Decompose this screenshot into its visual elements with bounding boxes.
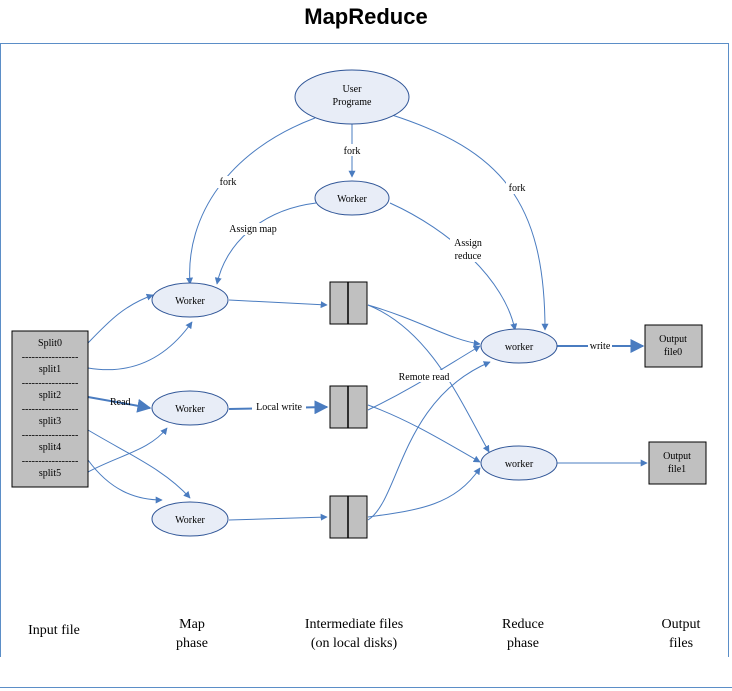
- edge-assign-reduce: [389, 202, 518, 331]
- output0-label-2: file0: [664, 347, 682, 358]
- user-program-node: User Programe: [294, 69, 410, 125]
- edge-fork-map: [186, 117, 316, 285]
- reduce-worker-node: worker: [480, 328, 558, 364]
- label-fork-right: fork: [509, 183, 526, 194]
- edge-split1-map1: [87, 321, 193, 371]
- phase-map-label-2: phase: [176, 636, 208, 651]
- split-separator: -----------------: [22, 352, 79, 363]
- label-local-write: Local write: [256, 402, 302, 413]
- map-worker-2-label: Worker: [175, 404, 205, 415]
- diagram-title: MapReduce: [304, 4, 428, 29]
- edge-file2-reduce2: [367, 404, 481, 463]
- split-separator: -----------------: [22, 378, 79, 389]
- edge-file3-reduce1: [367, 361, 491, 521]
- intermediate-file: [329, 281, 368, 325]
- phase-input-label: Input file: [28, 623, 80, 638]
- edge-labels: fork fork fork Assign map Assign reduce …: [110, 144, 612, 413]
- edge-split3-map3: [87, 429, 191, 499]
- reduce-worker-node: worker: [480, 445, 558, 481]
- phase-intermediate-label-1: Intermediate files: [305, 617, 403, 632]
- split-label: Split0: [38, 338, 62, 349]
- map-worker-3-label: Worker: [175, 515, 205, 526]
- split-label: split2: [39, 390, 61, 401]
- label-read: Read: [110, 397, 131, 408]
- output1-label-1: Output: [663, 451, 691, 462]
- reduce-worker-2-label: worker: [505, 459, 534, 470]
- map-worker-1-label: Worker: [175, 296, 205, 307]
- phase-reduce-label-2: phase: [507, 636, 539, 651]
- edge-map3-file3: [228, 513, 328, 521]
- edge-fork-reduce: [391, 114, 549, 331]
- map-worker-node: Worker: [151, 282, 229, 318]
- user-program-label-2: Programe: [333, 97, 372, 108]
- output-file-1: Output file1: [648, 441, 707, 485]
- split-separator: -----------------: [22, 456, 79, 467]
- phase-intermediate-label-2: (on local disks): [311, 636, 398, 651]
- bottom-divider: [0, 687, 732, 688]
- label-fork-left: fork: [220, 177, 237, 188]
- master-worker-label: Worker: [337, 194, 367, 205]
- edge-split5-map2: [87, 427, 168, 473]
- edge-split2-map2: [87, 396, 152, 413]
- edge-file1-reduce2: [367, 304, 490, 453]
- user-program-label-1: User: [343, 84, 363, 95]
- label-assign-map: Assign map: [229, 224, 277, 235]
- edge-file3-reduce2: [367, 467, 481, 518]
- edge-split0-map1: [87, 293, 154, 344]
- label-write: write: [590, 341, 611, 352]
- split-label: split5: [39, 468, 61, 479]
- output1-label-2: file1: [668, 464, 686, 475]
- label-fork-center: fork: [344, 146, 361, 157]
- map-worker-node: Worker: [151, 501, 229, 537]
- split-label: split3: [39, 416, 61, 427]
- split-label: split1: [39, 364, 61, 375]
- split-separator: -----------------: [22, 430, 79, 441]
- intermediate-file: [329, 495, 368, 539]
- diagram-frame: [0, 43, 729, 657]
- phase-map-label-1: Map: [179, 617, 205, 632]
- map-worker-node: Worker: [151, 390, 229, 426]
- output0-label-1: Output: [659, 334, 687, 345]
- reduce-worker-1-label: worker: [505, 342, 534, 353]
- edge-file1-reduce1: [367, 304, 481, 347]
- output-file-0: Output file0: [644, 324, 703, 368]
- label-remote-read: Remote read: [399, 372, 450, 383]
- edges: [87, 114, 648, 521]
- phase-output-label-1: Output: [662, 617, 701, 632]
- intermediate-file: [329, 385, 368, 429]
- split-label: split4: [39, 442, 61, 453]
- label-assign-reduce-1: Assign: [454, 238, 482, 249]
- label-assign-reduce-2: reduce: [455, 251, 482, 262]
- edge-assign-map: [214, 202, 317, 285]
- edge-map1-file1: [228, 299, 328, 309]
- input-file-splits: Split0 ----------------- split1 --------…: [11, 330, 89, 488]
- phase-labels: Input file Map phase Intermediate files …: [28, 617, 700, 651]
- split-separator: -----------------: [22, 404, 79, 415]
- phase-reduce-label-1: Reduce: [502, 617, 544, 632]
- master-worker-node: Worker: [314, 180, 390, 216]
- phase-output-label-2: files: [669, 636, 693, 651]
